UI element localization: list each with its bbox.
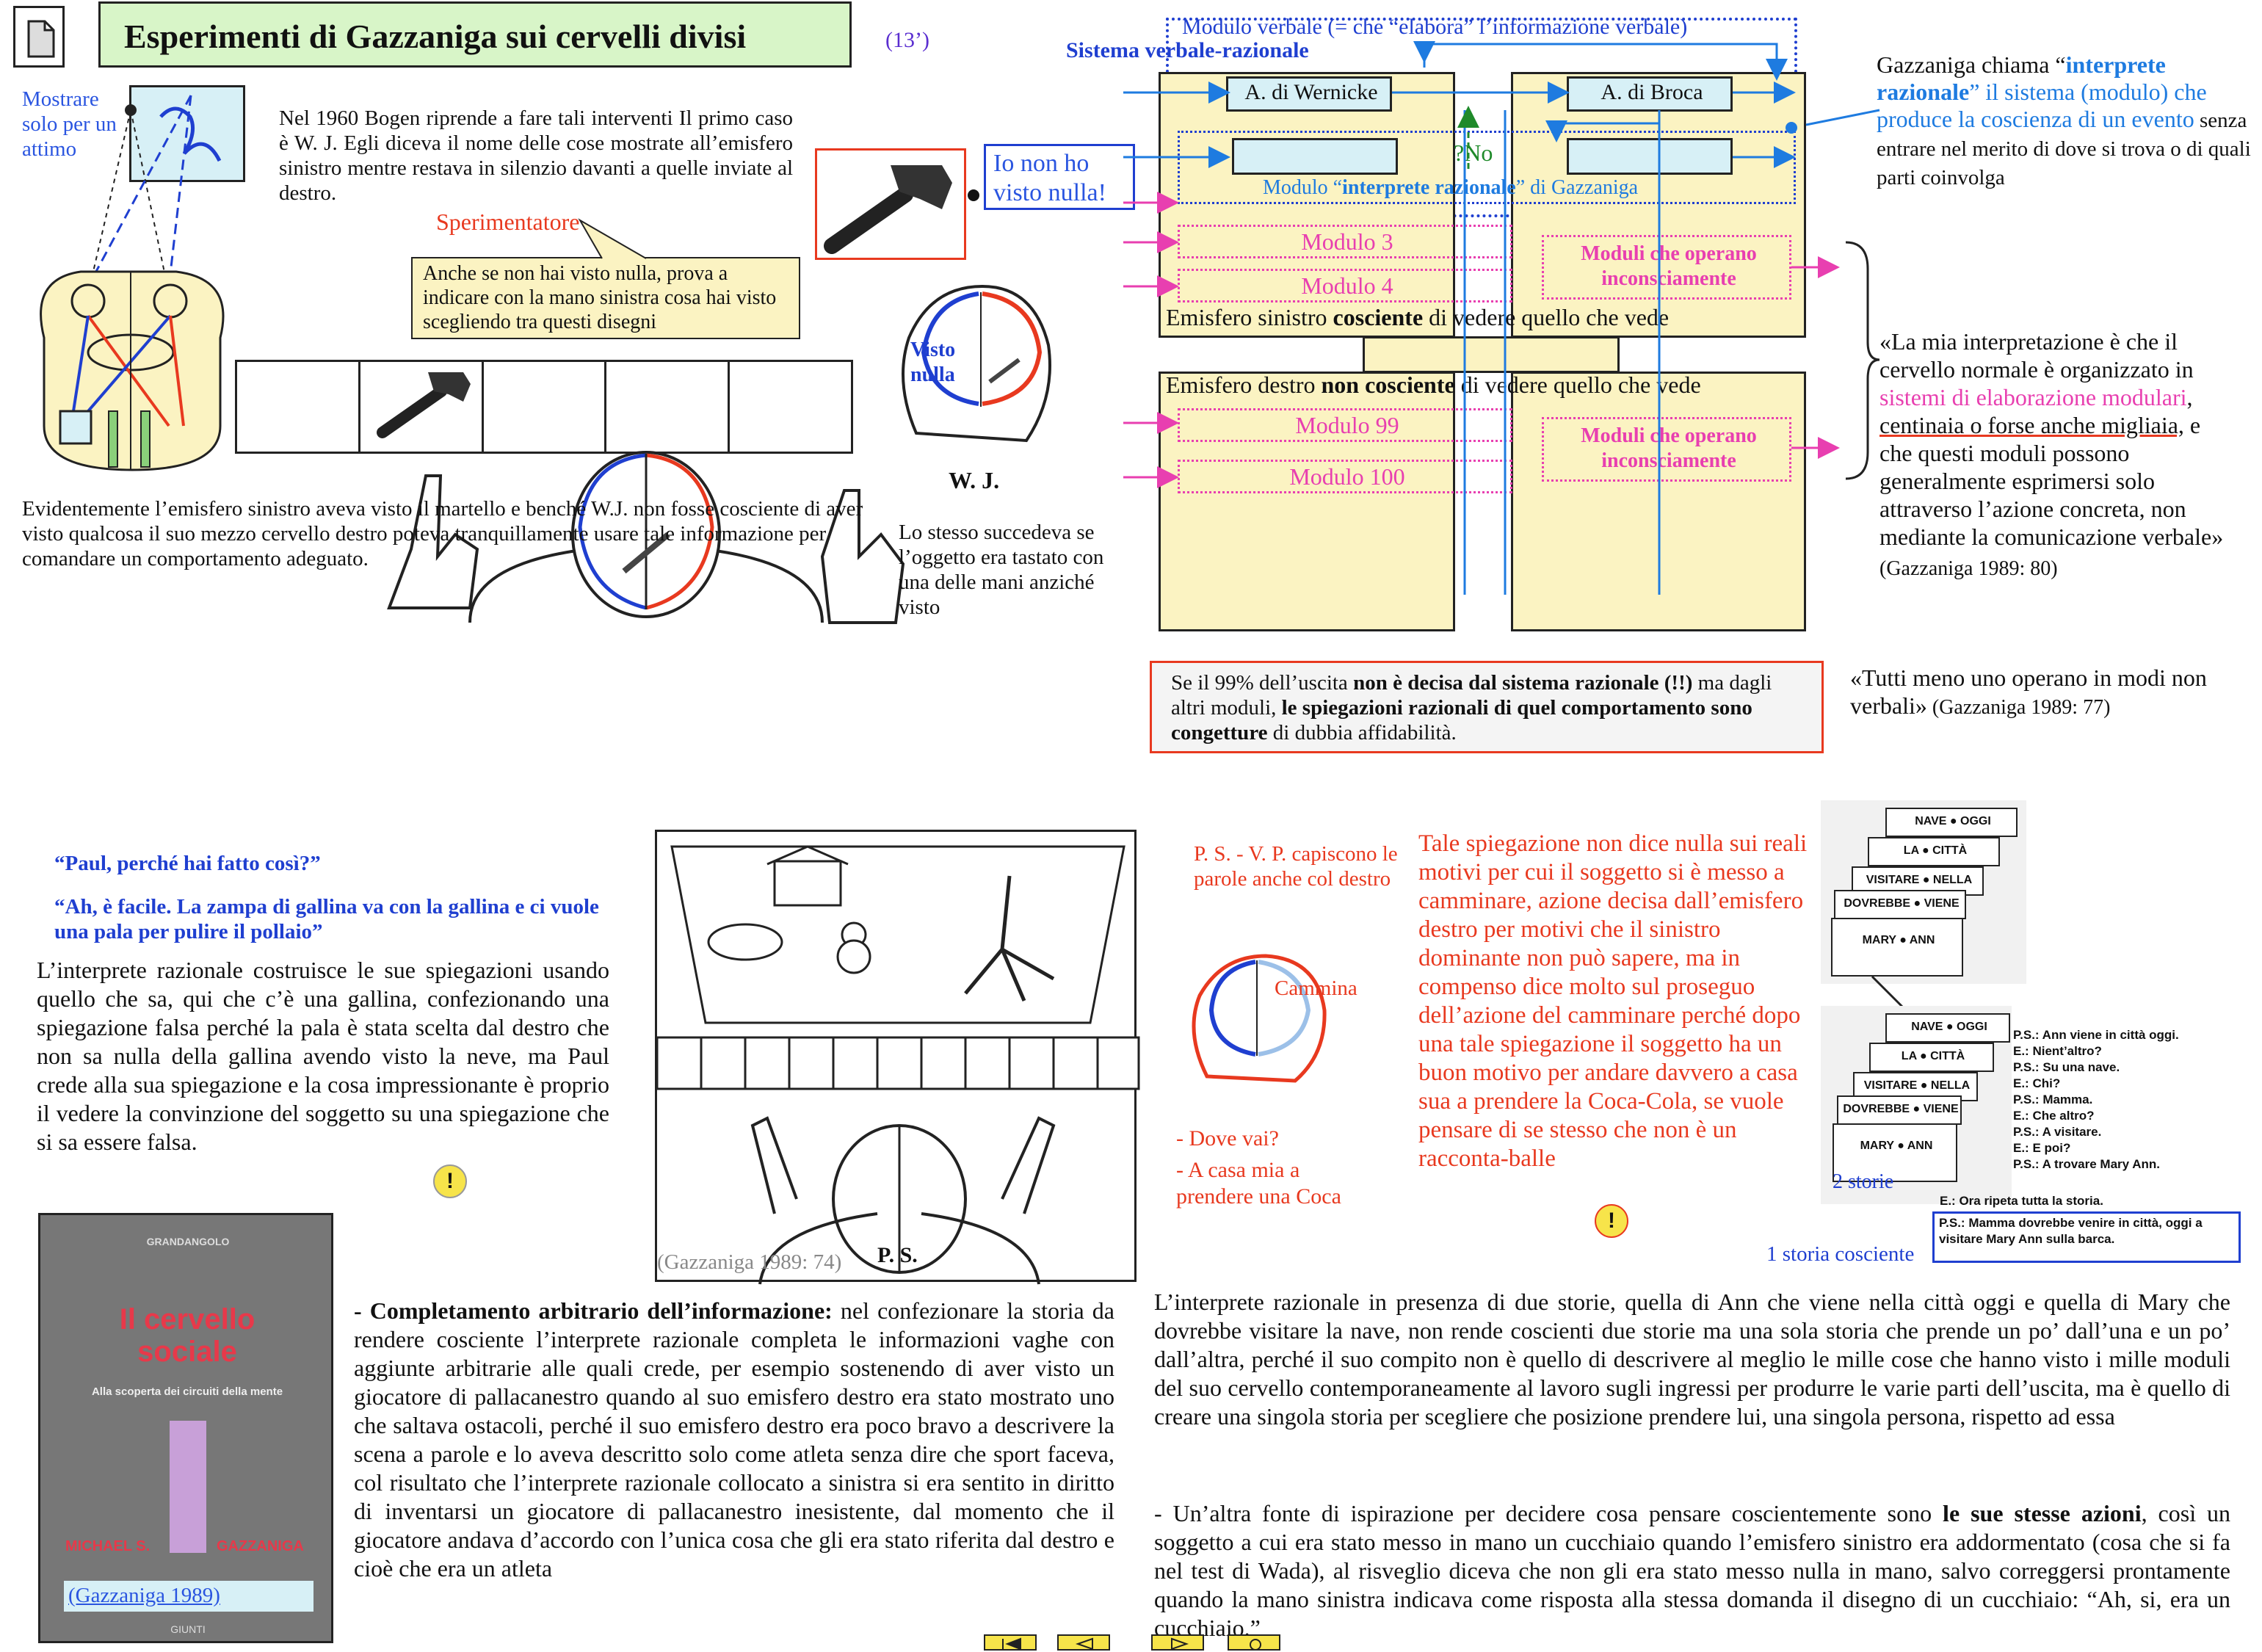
fixation-dot <box>968 189 979 201</box>
next-page-icon[interactable] <box>1151 1634 1204 1651</box>
word-card: LA ● CITTÀ <box>1868 837 2000 866</box>
word-cards-bottom: NAVE ● OGGI LA ● CITTÀ VISITARE ● NELLA … <box>1821 1006 2012 1204</box>
page-counter: (13’) <box>885 28 929 52</box>
exclamation-icon: ! <box>433 1164 467 1198</box>
page-title-box: Esperimenti di Gazzaniga sui cervelli di… <box>98 1 852 68</box>
wj-brain-label: Visto nulla <box>910 338 956 386</box>
arbitrary-completion-paragraph: - Completamento arbitrario dell’informaz… <box>354 1297 1115 1582</box>
walk-explanation: Tale spiegazione non dice nulla sui real… <box>1418 830 1808 1172</box>
cammina-label: Cammina <box>1275 977 1357 1000</box>
page-title: Esperimenti di Gazzaniga sui cervelli di… <box>124 18 747 55</box>
hammer-flash-card <box>815 148 966 260</box>
wj-note: Lo stesso succedeva se l’oggetto era tas… <box>899 521 1104 619</box>
choice-cell[interactable] <box>237 362 360 452</box>
final-story-box: P.S.: Mamma dovrebbe venire in città, og… <box>1932 1211 2241 1263</box>
unconscious-modules-box: Moduli che operano inconsciamente <box>1542 235 1791 300</box>
drawing-choice-strip <box>235 360 853 454</box>
gazzaniga-quote-2: «Tutti meno uno operano in modi non verb… <box>1850 664 2207 719</box>
gazzaniga-quote: «La mia interpretazione è che il cervell… <box>1879 328 2224 580</box>
no-label: ?No <box>1454 140 1493 166</box>
word-card: MARY ● ANN <box>1833 1123 1957 1182</box>
exclamation-icon: ! <box>1595 1204 1628 1238</box>
word-card: NAVE ● OGGI <box>1885 808 2018 837</box>
interpreter-module-label: Modulo “interprete razionale” di Gazzani… <box>1263 176 1639 199</box>
dialog-transcript: P.S.: Ann viene in città oggi. E.: Nient… <box>1932 1028 2250 1263</box>
interpreter-definition: Gazzaniga chiama “interprete razionale” … <box>1877 51 2251 189</box>
first-page-icon[interactable] <box>984 1634 1037 1651</box>
word-card: DOVREBBE ● VIENE <box>1837 1095 1962 1125</box>
choice-cell[interactable] <box>606 362 731 452</box>
experimenter-speech-bubble: Anche se non hai visto nulla, prova a in… <box>411 257 800 339</box>
conclusion-paragraph-a: Evidentemente l’emisfero sinistro aveva … <box>22 497 863 570</box>
hammer-icon <box>824 165 952 254</box>
book-figure <box>170 1421 206 1553</box>
two-stories-label: 2 storie <box>1833 1170 1894 1193</box>
unconscious-modules-box-2: Moduli che operano inconsciamente <box>1542 417 1791 482</box>
home-icon[interactable] <box>1228 1634 1280 1651</box>
walk-head-drawing <box>1192 954 1327 1083</box>
two-stories-paragraph: L’interprete razionale in presenza di du… <box>1154 1289 2230 1430</box>
diagram-arrows <box>1123 41 1880 595</box>
paul-explanation: L’interprete razionale costruisce le sue… <box>37 957 609 1155</box>
paul-cite: (Gazzaniga 1989: 74) <box>657 1250 842 1274</box>
module-100-box: Modulo 100 <box>1178 460 1512 493</box>
word-card: MARY ● ANN <box>1831 918 1963 977</box>
ps-vp-note: P. S. - V. P. capiscono le parole anche … <box>1194 842 1398 891</box>
hammer-icon <box>376 372 471 438</box>
wj-head-drawing <box>902 284 1051 443</box>
pointing-hands-drawing <box>387 451 905 624</box>
module-99-box: Modulo 99 <box>1178 408 1512 442</box>
word-card: NAVE ● OGGI <box>1885 1013 2010 1043</box>
paul-experiment-drawing: (Gazzaniga 1989: 74) P. S. <box>655 830 1140 1285</box>
experimenter-label: Sperimentatore <box>436 209 580 235</box>
right-hemisphere-label: Emisfero destro non cosciente di vedere … <box>1166 372 1701 398</box>
module-4-box: Modulo 4 <box>1178 269 1512 302</box>
choice-cell[interactable] <box>484 362 607 452</box>
document-icon[interactable] <box>13 6 65 68</box>
word-card: DOVREBBE ● VIENE <box>1834 890 1966 919</box>
interpreter-right-cell <box>1567 138 1733 175</box>
book-cite-box[interactable]: (Gazzaniga 1989) <box>64 1581 313 1612</box>
paul-question: “Paul, perché hai fatto così?” <box>54 852 321 875</box>
previous-page-icon[interactable] <box>1057 1634 1110 1651</box>
head-topview-diagram <box>40 95 225 471</box>
paul-answer: “Ah, è facile. La zampa di gallina va co… <box>54 895 599 943</box>
walk-question: - Dove vai? <box>1176 1126 1279 1151</box>
wj-speech-bubble: Io non ho visto nulla! <box>984 144 1135 210</box>
speech-bubble-tail <box>578 218 647 259</box>
word-cards-top: NAVE ● OGGI LA ● CITTÀ VISITARE ● NELLA … <box>1821 800 2026 984</box>
warning-box: Se il 99% dell’uscita non è decisa dal s… <box>1150 661 1824 753</box>
choice-cell[interactable] <box>730 362 851 452</box>
word-card: LA ● CITTÀ <box>1869 1043 1994 1072</box>
right-hemisphere-panel <box>1159 372 1455 631</box>
hammer-choice-cell[interactable] <box>360 362 484 452</box>
wernicke-area: A. di Wernicke <box>1226 76 1392 112</box>
module-3-box: Modulo 3 <box>1178 225 1512 258</box>
intro-paragraph: Nel 1960 Bogen riprende a fare tali inte… <box>279 106 793 205</box>
walk-answer: - A casa mia a prendere una Coca <box>1176 1158 1341 1209</box>
verbal-system-label: Sistema verbale-razionale <box>1066 38 1309 62</box>
verbal-module-label: Modulo verbale (= che “elabora” l’inform… <box>1182 15 1688 39</box>
book-cover: GRANDANGOLO Il cervello sociale Alla sco… <box>38 1213 333 1643</box>
hemisphere-bridge <box>1363 336 1620 373</box>
bracket <box>1845 241 1880 480</box>
show-briefly-label: Mostrare solo per un attimo <box>22 87 117 161</box>
interpreter-left-cell <box>1232 138 1398 175</box>
left-hemisphere-label: Emisfero sinistro cosciente di vedere qu… <box>1166 304 1670 330</box>
wj-name: W. J. <box>949 467 1000 493</box>
ps-label: P. S. <box>877 1243 918 1267</box>
left-hemisphere-panel <box>1159 72 1455 338</box>
one-story-label: 1 storia cosciente <box>1766 1242 1915 1266</box>
own-actions-paragraph: - Un’altra fonte di ispirazione per deci… <box>1154 1500 2231 1641</box>
